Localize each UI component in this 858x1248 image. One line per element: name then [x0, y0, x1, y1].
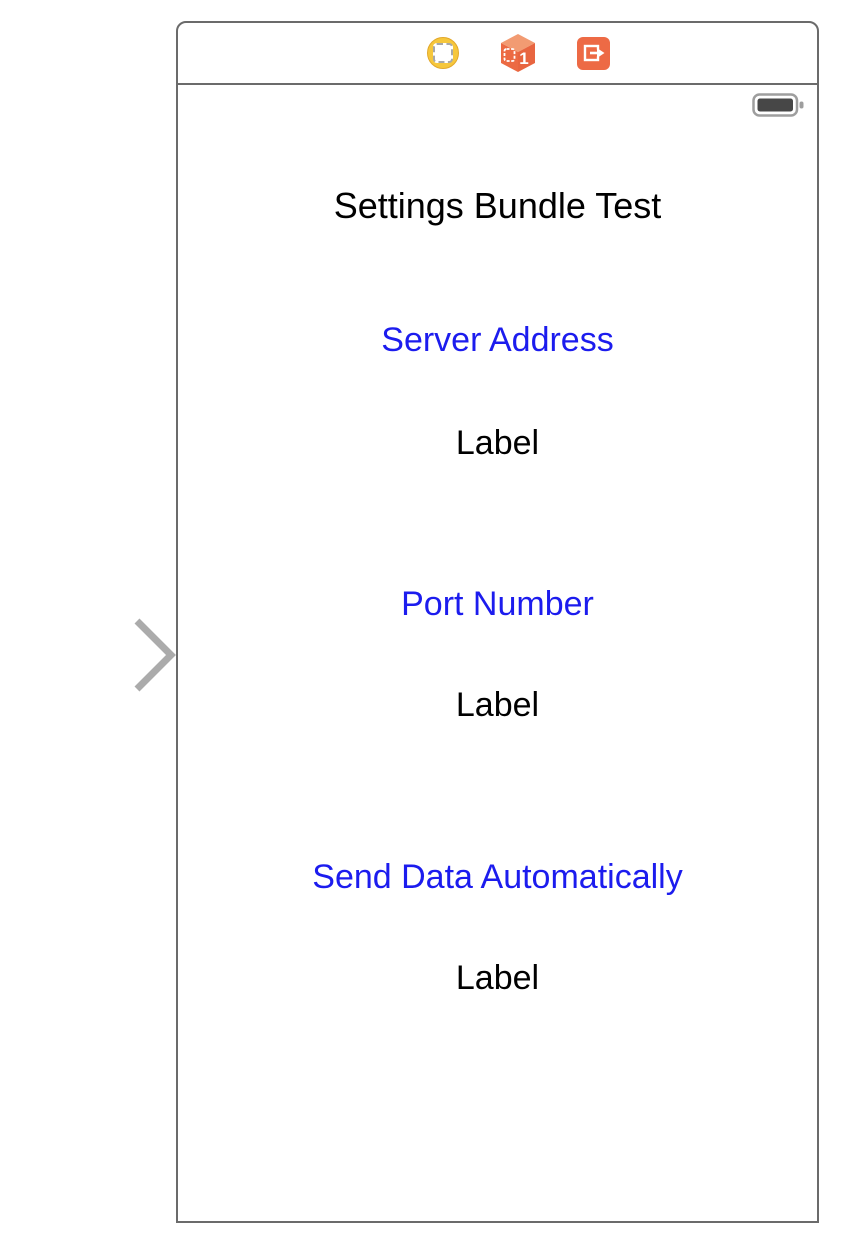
exit-arrow-head: [597, 47, 605, 58]
first-responder-icon[interactable]: 1: [499, 33, 537, 73]
send-data-automatically-button[interactable]: Send Data Automatically: [312, 858, 683, 896]
title-label[interactable]: Settings Bundle Test: [333, 185, 662, 226]
entry-point-arrow[interactable]: [0, 618, 176, 692]
exit-icon[interactable]: [577, 36, 610, 70]
cube-square-outline: [503, 48, 516, 62]
first-responder-badge: 1: [519, 49, 528, 68]
view-controller-icon-square: [433, 43, 453, 63]
server-address-button[interactable]: Server Address: [381, 321, 614, 359]
scene-dock: 1: [178, 23, 817, 85]
send-data-value-label[interactable]: Label: [455, 959, 540, 997]
cube-right-face: [518, 43, 535, 72]
view-controller-icon[interactable]: [427, 37, 459, 69]
view: Settings Bundle Test Server Address Labe…: [178, 85, 817, 1221]
server-address-value-label[interactable]: Label: [455, 424, 540, 462]
view-controller-scene: 1 Settings Bundle Test Server Address La…: [176, 21, 819, 1223]
battery-icon: [752, 93, 804, 117]
port-number-value-label[interactable]: Label: [455, 686, 540, 724]
port-number-button[interactable]: Port Number: [401, 585, 594, 623]
